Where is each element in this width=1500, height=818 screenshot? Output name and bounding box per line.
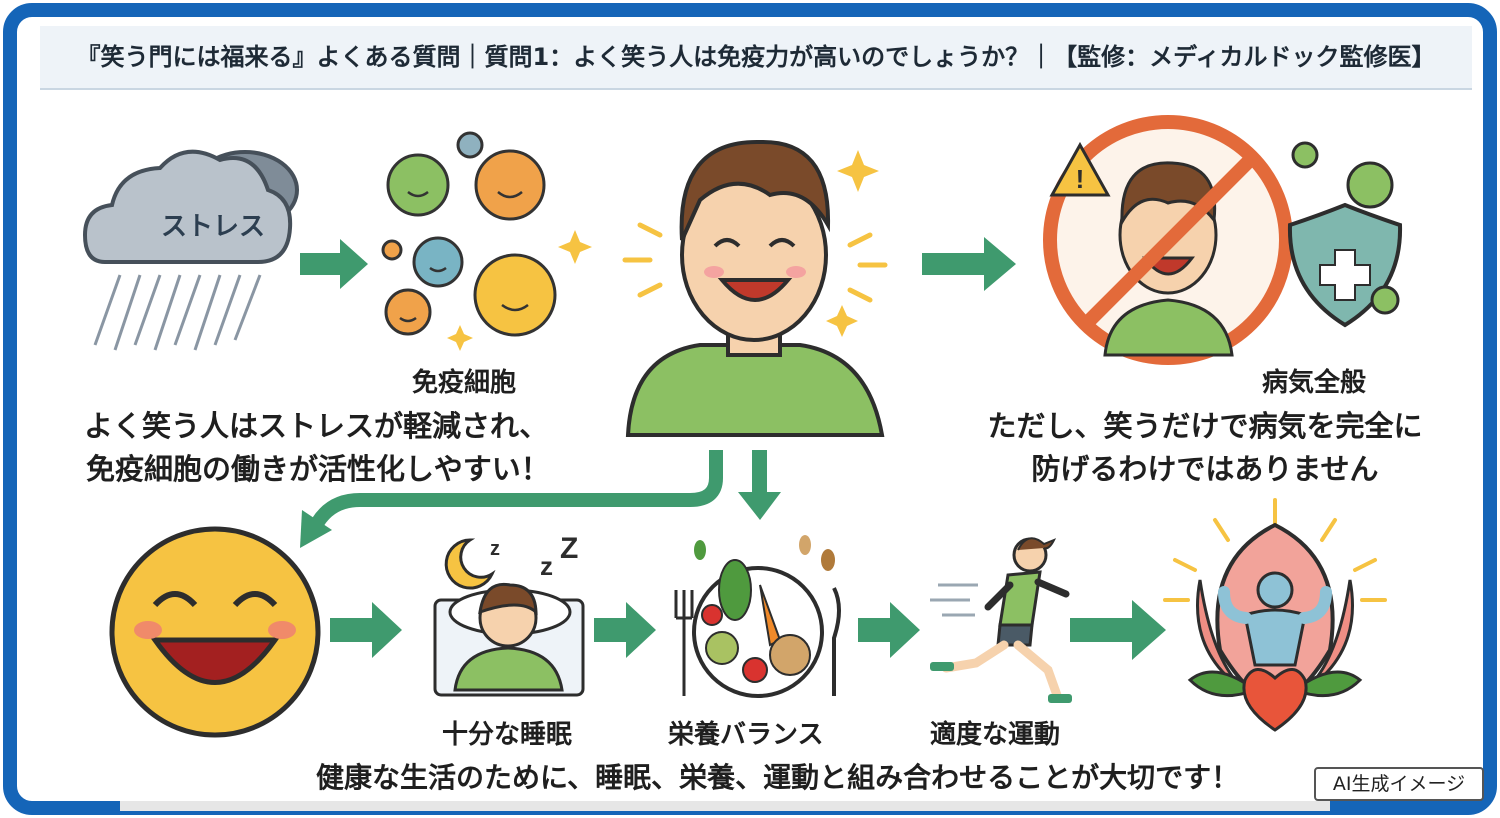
knife-icon: [832, 587, 841, 696]
left-text-line1: よく笑う人はストレスが軽減され、: [84, 409, 549, 443]
sparkles-icon: [447, 230, 592, 351]
immune-cells-label: 免疫細胞: [412, 368, 517, 398]
laughing-face-icon: [109, 526, 321, 738]
sleep-label: 十分な睡眠: [442, 720, 573, 750]
arrow-right-icon: [1070, 600, 1166, 660]
bottom-bar: [120, 801, 1330, 811]
immune-cells-icon: [381, 131, 557, 337]
arrow-right-icon: [330, 602, 402, 658]
wellness-flower-icon: [1163, 498, 1387, 732]
healthy-plate-icon: [674, 535, 841, 698]
disease-label: 病気全般: [1262, 368, 1367, 398]
left-text-line2: 免疫細胞の働きが活性化しやすい！: [86, 452, 550, 486]
curved-arrow-icon: [312, 450, 723, 527]
svg-text:!: !: [1076, 164, 1085, 194]
svg-text:Z: Z: [560, 532, 578, 565]
virus-icon: [1370, 285, 1400, 315]
no-disease-icon: !: [1043, 115, 1403, 365]
sparkle-icon: [826, 305, 858, 337]
sparkle-icon: [837, 150, 879, 192]
nutrition-label: 栄養バランス: [668, 720, 824, 750]
fork-icon: [674, 590, 694, 696]
svg-text:z: z: [490, 538, 500, 560]
right-text-line1: ただし、笑うだけで病気を完全に: [987, 409, 1423, 443]
ai-generated-badge: AI生成イメージ: [1314, 767, 1484, 801]
stress-label: ストレス: [160, 212, 265, 242]
smiling-man-icon: [622, 139, 888, 437]
heart-icon: [1242, 668, 1308, 732]
right-text-line2: 防げるわけではありません: [1031, 452, 1379, 486]
svg-text:z: z: [540, 551, 553, 581]
virus-icon: [1291, 141, 1319, 169]
moon-icon: [444, 538, 496, 590]
arrow-right-icon: [594, 602, 656, 658]
storm-cloud-icon: [82, 149, 299, 351]
arrow-right-icon: [922, 237, 1016, 291]
strong-person-icon: [1256, 571, 1294, 609]
runner-icon: [930, 537, 1072, 703]
exercise-label: 適度な運動: [930, 720, 1061, 750]
page-title: 『笑う門には福来る』よくある質問｜質問1：よく笑う人は免疫力が高いのでしょうか？…: [40, 26, 1472, 90]
warning-icon: [1049, 141, 1111, 197]
arrows-top: [300, 237, 1016, 291]
arrows-bottom: [330, 600, 1166, 660]
sleeping-person-icon: z z Z: [433, 532, 585, 697]
summary-text: 健康な生活のために、睡眠、栄養、運動と組み合わせることが大切です！: [316, 761, 1240, 794]
virus-icon: [1346, 161, 1394, 209]
arrow-right-icon: [858, 602, 920, 658]
down-arrow-icon: [752, 450, 767, 495]
arrow-right-icon: [300, 239, 368, 289]
